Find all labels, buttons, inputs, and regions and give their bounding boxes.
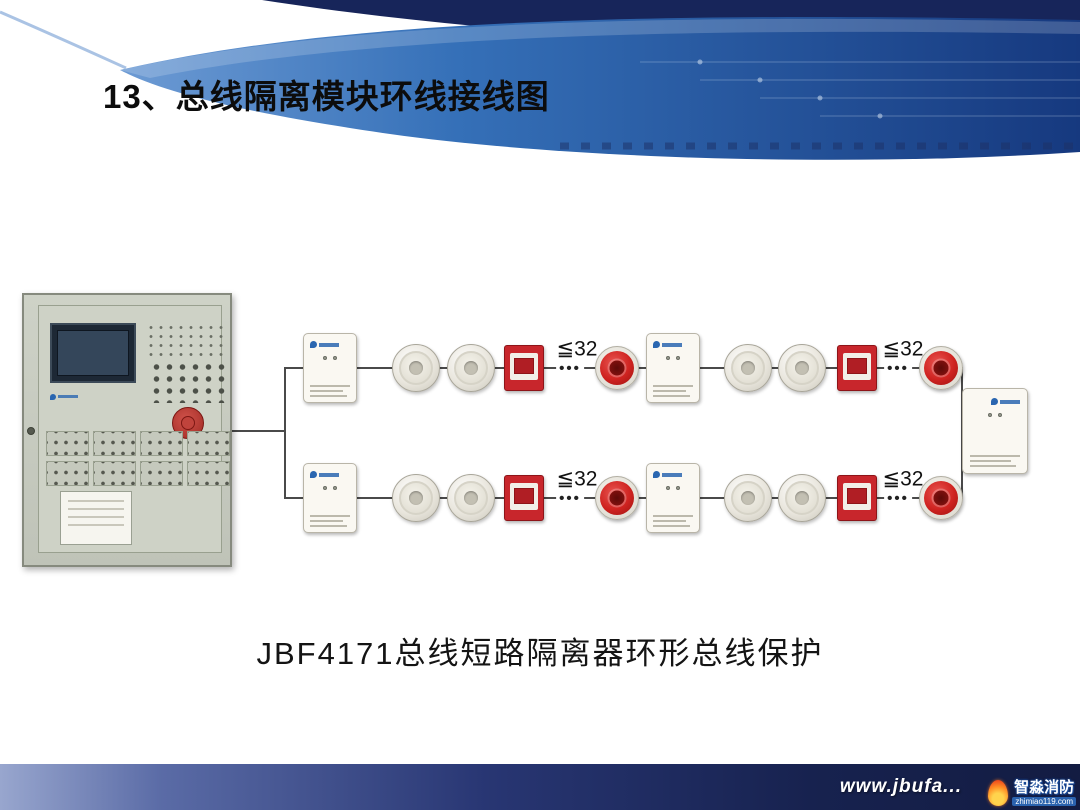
diagram-caption: JBF4171总线短路隔离器环形总线保护 xyxy=(256,636,824,671)
isolation-module xyxy=(646,463,700,533)
site-logo-title: 智淼消防 xyxy=(1014,779,1075,796)
manual-call-point xyxy=(837,475,877,521)
capacity-label: ≦32 xyxy=(882,467,924,491)
panel-keypad xyxy=(150,361,228,403)
module-text-lines xyxy=(970,452,1020,467)
smoke-detector xyxy=(447,344,495,392)
panel-display xyxy=(50,323,136,383)
footer-url: www.jbufa... xyxy=(839,776,962,797)
brand-logo-icon xyxy=(310,470,350,479)
isolation-module xyxy=(303,463,357,533)
module-leds xyxy=(970,413,1020,417)
brand-logo-icon xyxy=(653,470,693,479)
continuation-dots: ••• xyxy=(884,491,912,506)
alarm-sounder xyxy=(595,476,639,520)
panel-indicator-leds xyxy=(146,323,228,357)
panel-brand-logo-icon xyxy=(50,393,84,400)
brand-logo-icon xyxy=(970,397,1020,406)
alarm-sounder xyxy=(919,476,963,520)
continuation-dots: ••• xyxy=(556,361,584,376)
alarm-sounder xyxy=(595,346,639,390)
isolation-module xyxy=(303,333,357,403)
smoke-detector xyxy=(392,474,440,522)
smoke-detector xyxy=(447,474,495,522)
panel-paper-label xyxy=(60,491,132,545)
panel-lock-icon xyxy=(27,427,35,435)
alarm-sounder xyxy=(919,346,963,390)
capacity-label: ≦32 xyxy=(556,337,598,361)
page-title: 13、总线隔离模块环线接线图 xyxy=(103,78,550,115)
wire-panel-feed xyxy=(232,430,285,432)
brand-logo-icon xyxy=(310,340,350,349)
module-leds xyxy=(310,486,350,490)
site-logo-subtitle: zhimiao119.com xyxy=(1012,797,1076,806)
smoke-detector xyxy=(724,474,772,522)
manual-call-point xyxy=(504,475,544,521)
module-text-lines xyxy=(653,512,693,527)
smoke-detector xyxy=(778,474,826,522)
banner-graphic xyxy=(0,0,1080,160)
smoke-detector xyxy=(778,344,826,392)
panel-switch-row xyxy=(46,431,230,456)
footer-bar: www.jbufa... xyxy=(0,764,1080,810)
capacity-label: ≦32 xyxy=(556,467,598,491)
site-logo: 智淼消防 zhimiao119.com xyxy=(988,780,1076,806)
banner: 13、总线隔离模块环线接线图 xyxy=(0,0,1080,175)
module-text-lines xyxy=(653,382,693,397)
module-text-lines xyxy=(310,512,350,527)
wire-left-branch xyxy=(284,367,286,499)
continuation-dots: ••• xyxy=(884,361,912,376)
isolation-module xyxy=(646,333,700,403)
module-leds xyxy=(310,356,350,360)
fire-alarm-control-panel xyxy=(22,293,232,567)
panel-switch-row xyxy=(46,461,230,486)
manual-call-point xyxy=(837,345,877,391)
manual-call-point xyxy=(504,345,544,391)
module-leds xyxy=(653,486,693,490)
continuation-dots: ••• xyxy=(556,491,584,506)
smoke-detector xyxy=(724,344,772,392)
loop-isolation-module xyxy=(962,388,1028,474)
capacity-label: ≦32 xyxy=(882,337,924,361)
flame-icon xyxy=(988,780,1009,806)
brand-logo-icon xyxy=(653,340,693,349)
smoke-detector xyxy=(392,344,440,392)
module-leds xyxy=(653,356,693,360)
module-text-lines xyxy=(310,382,350,397)
